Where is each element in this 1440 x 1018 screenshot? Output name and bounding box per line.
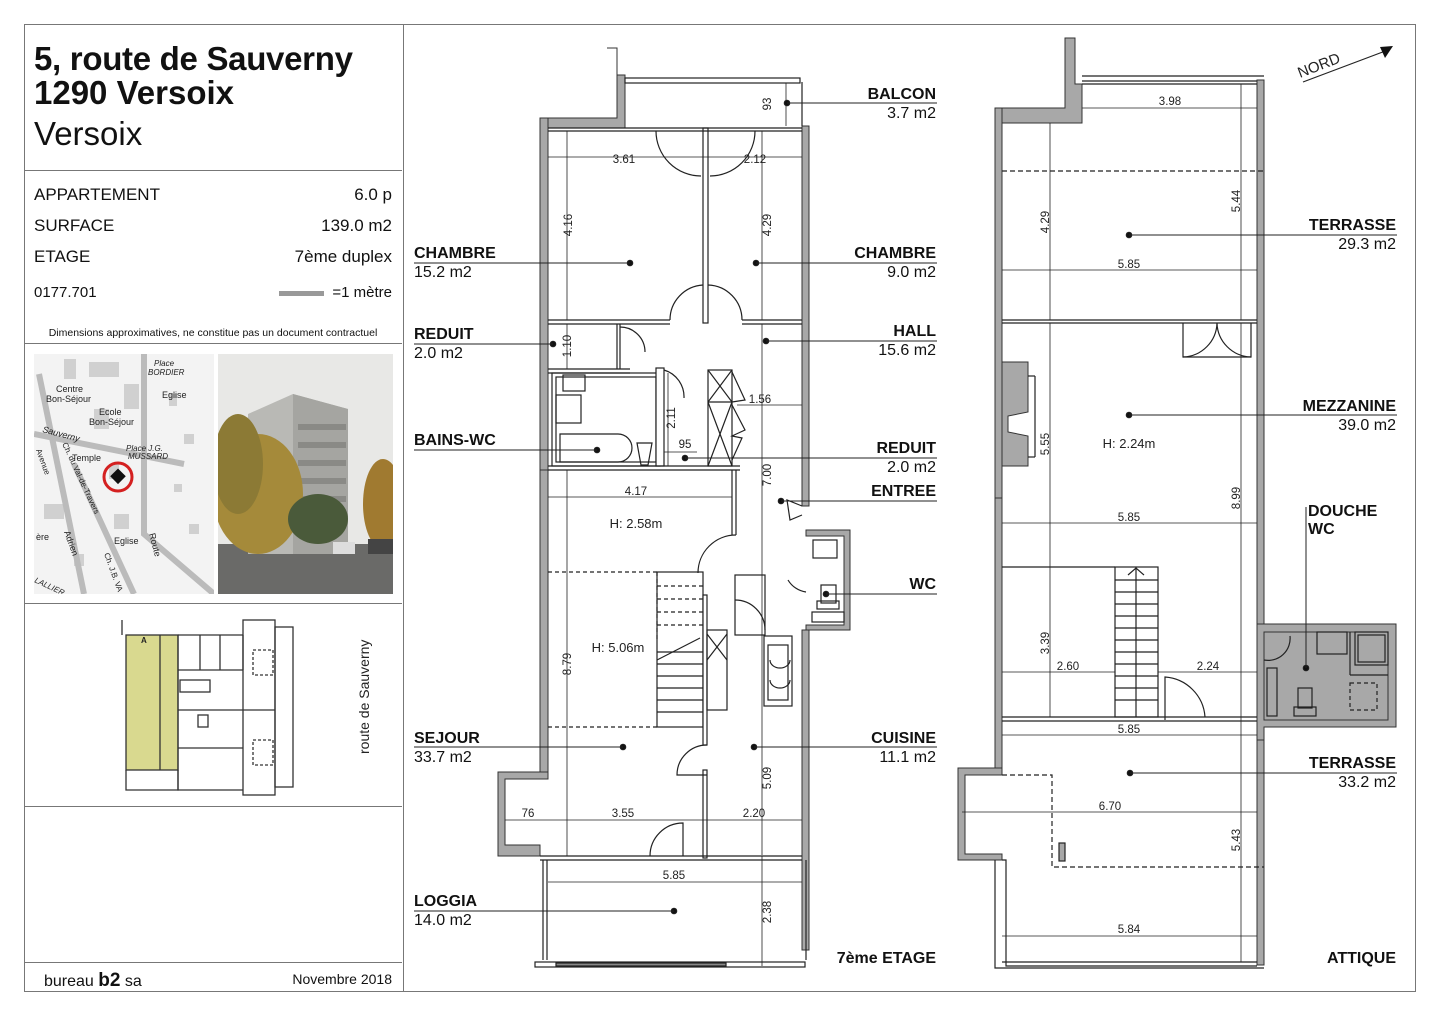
svg-text:76: 76 bbox=[522, 808, 535, 820]
reference-row: 0177.701 =1 mètre bbox=[34, 284, 392, 301]
svg-text:6.70: 6.70 bbox=[1099, 801, 1121, 813]
scale-bar bbox=[279, 290, 325, 296]
svg-text:7.00: 7.00 bbox=[762, 464, 774, 486]
svg-text:4.29: 4.29 bbox=[1040, 211, 1052, 233]
svg-text:Bon-Séjour: Bon-Séjour bbox=[46, 394, 91, 404]
address-block: 5, route de Sauverny 1290 Versoix Versoi… bbox=[24, 24, 402, 171]
north-arrow-icon: NORD bbox=[1295, 46, 1393, 83]
floor-plan-attique: 3.98 4.29 5.44 5.85 5.55 8.99 5.85 3.39 … bbox=[957, 37, 1397, 969]
svg-text:Centre: Centre bbox=[56, 384, 83, 394]
address-line-1: 5, route de Sauverny bbox=[34, 40, 353, 77]
scale-label: =1 mètre bbox=[332, 284, 392, 301]
svg-text:2.60: 2.60 bbox=[1057, 661, 1079, 673]
svg-text:2.24: 2.24 bbox=[1197, 661, 1220, 673]
svg-text:3.98: 3.98 bbox=[1159, 96, 1181, 108]
svg-text:2.11: 2.11 bbox=[666, 407, 678, 429]
key-plan: A route de Sauverny bbox=[121, 619, 372, 796]
svg-text:93: 93 bbox=[762, 98, 774, 111]
floor-plan-7eme: 93 3.61 2.12 4.16 4.29 1.10 1.56 2.11 95… bbox=[414, 47, 937, 968]
svg-text:4.16: 4.16 bbox=[563, 214, 575, 236]
svg-text:3.61: 3.61 bbox=[613, 154, 635, 166]
room-label-bains-wc: BAINS-WC bbox=[414, 432, 496, 449]
city-name: Versoix bbox=[34, 115, 143, 152]
svg-text:2.38: 2.38 bbox=[762, 901, 774, 923]
disclaimer: Dimensions approximatives, ne constitue … bbox=[48, 327, 378, 339]
svg-text:Ecole: Ecole bbox=[99, 407, 122, 417]
info-sidebar: 5, route de Sauverny 1290 Versoix Versoi… bbox=[24, 24, 404, 992]
plan-title-attique: ATTIQUE bbox=[1326, 950, 1396, 967]
svg-text:5.85: 5.85 bbox=[663, 870, 685, 882]
svg-text:Temple: Temple bbox=[72, 453, 101, 463]
svg-text:ère: ère bbox=[36, 532, 49, 542]
height-label: H: 5.06m bbox=[592, 640, 645, 655]
svg-text:95: 95 bbox=[679, 439, 692, 451]
svg-text:NORD: NORD bbox=[1295, 50, 1342, 82]
svg-text:8.79: 8.79 bbox=[562, 653, 574, 675]
svg-text:Place: Place bbox=[154, 359, 175, 368]
svg-text:5.44: 5.44 bbox=[1231, 189, 1243, 212]
svg-text:2.20: 2.20 bbox=[743, 808, 765, 820]
building-photo bbox=[218, 354, 393, 594]
svg-text:5.85: 5.85 bbox=[1118, 512, 1140, 524]
room-label-entree: ENTREE bbox=[871, 483, 936, 500]
room-label-wc: WC bbox=[909, 576, 936, 593]
reference-number: 0177.701 bbox=[34, 284, 97, 301]
sheet-frame bbox=[24, 24, 1416, 992]
svg-text:Bon-Séjour: Bon-Séjour bbox=[89, 417, 134, 427]
key-plan-block: A route de Sauverny bbox=[24, 604, 402, 807]
svg-text:3.55: 3.55 bbox=[612, 808, 634, 820]
svg-text:5.85: 5.85 bbox=[1118, 724, 1140, 736]
svg-text:Eglise: Eglise bbox=[114, 536, 139, 546]
svg-text:1.10: 1.10 bbox=[562, 335, 574, 357]
height-label: H: 2.24m bbox=[1103, 436, 1156, 451]
svg-text:5.09: 5.09 bbox=[762, 767, 774, 789]
svg-text:BORDIER: BORDIER bbox=[148, 368, 185, 377]
plan-date: Novembre 2018 bbox=[292, 971, 392, 987]
svg-text:1.56: 1.56 bbox=[749, 394, 771, 406]
height-label: H: 2.58m bbox=[610, 516, 663, 531]
svg-text:5.43: 5.43 bbox=[1231, 829, 1243, 851]
svg-text:4.17: 4.17 bbox=[625, 486, 647, 498]
svg-text:Place J.G.: Place J.G. bbox=[126, 444, 163, 453]
footer: bureau b2 sa Novembre 2018 bbox=[24, 962, 402, 991]
svg-text:5.84: 5.84 bbox=[1118, 924, 1141, 936]
svg-text:8.99: 8.99 bbox=[1231, 487, 1243, 509]
location-marker-icon bbox=[102, 461, 134, 493]
svg-text:2.12: 2.12 bbox=[744, 154, 766, 166]
svg-text:4.29: 4.29 bbox=[762, 214, 774, 236]
svg-text:MUSSARD: MUSSARD bbox=[128, 452, 168, 461]
svg-text:A: A bbox=[141, 636, 147, 645]
svg-text:Eglise: Eglise bbox=[162, 390, 187, 400]
address-line-2: 1290 Versoix bbox=[34, 74, 234, 111]
company-name: bureau b2 sa bbox=[44, 970, 142, 991]
svg-text:5.85: 5.85 bbox=[1118, 259, 1140, 271]
plan-title-7eme: 7ème ETAGE bbox=[836, 950, 936, 967]
svg-text:3.39: 3.39 bbox=[1040, 632, 1052, 654]
svg-text:5.55: 5.55 bbox=[1040, 433, 1052, 455]
key-plan-street: route de Sauverny bbox=[356, 640, 372, 754]
